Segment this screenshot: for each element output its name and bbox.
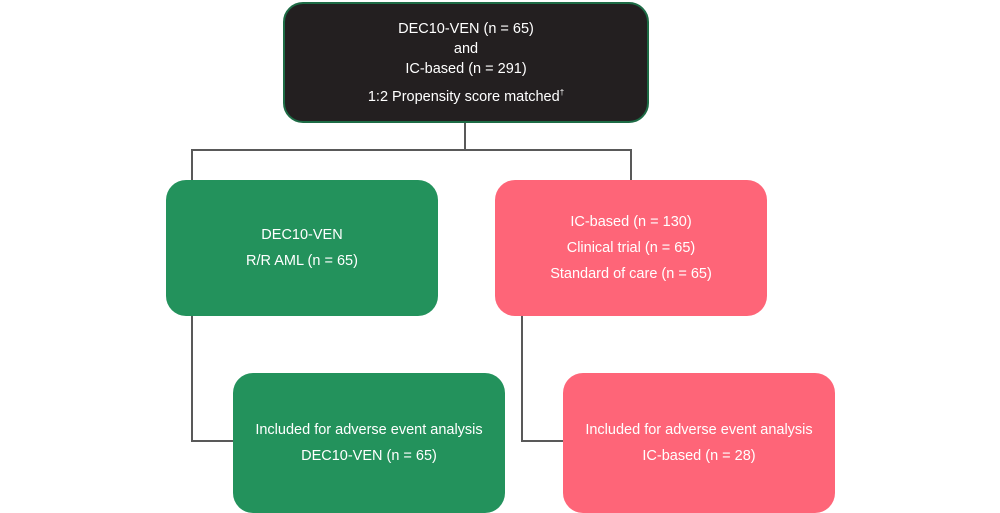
connector-left-down	[191, 149, 193, 181]
connector-left-lower-vertical	[191, 314, 193, 442]
top-line-2: and	[453, 40, 479, 57]
left-line-2: R/R AML (n = 65)	[246, 253, 358, 269]
right-bottom-line-1: Included for adverse event analysis	[585, 422, 813, 438]
right-line-3: Standard of care (n = 65)	[550, 266, 712, 282]
right-line-1: IC-based (n = 130)	[570, 214, 692, 230]
top-line-3: IC-based (n = 291)	[405, 60, 527, 77]
right-line-2: Clinical trial (n = 65)	[566, 240, 696, 256]
ic-based-box: IC-based (n = 130) Clinical trial (n = 6…	[495, 180, 767, 316]
top-line-4-text: 1:2 Propensity score matched	[367, 88, 560, 105]
connector-right-lower-horizontal	[521, 440, 564, 442]
dec10-ven-ae-analysis-box: Included for adverse event analysis DEC1…	[233, 373, 505, 513]
ic-based-ae-analysis-box: Included for adverse event analysis IC-b…	[563, 373, 835, 513]
connector-right-down	[630, 149, 632, 181]
top-line-1: DEC10-VEN (n = 65)	[398, 20, 534, 37]
left-line-1: DEC10-VEN	[261, 227, 343, 243]
connector-right-lower-vertical	[521, 314, 523, 442]
left-bottom-line-2: DEC10-VEN (n = 65)	[301, 448, 437, 464]
matched-cohort-box: DEC10-VEN (n = 65) and IC-based (n = 291…	[283, 2, 649, 123]
connector-top-vertical	[464, 122, 466, 151]
footnote-mark: †	[559, 87, 565, 97]
right-bottom-line-2: IC-based (n = 28)	[642, 448, 756, 464]
top-line-4: 1:2 Propensity score matched†	[368, 83, 564, 107]
left-bottom-line-1: Included for adverse event analysis	[255, 422, 483, 438]
connector-left-lower-horizontal	[191, 440, 234, 442]
connector-horizontal	[191, 149, 632, 151]
dec10-ven-box: DEC10-VEN R/R AML (n = 65)	[166, 180, 438, 316]
